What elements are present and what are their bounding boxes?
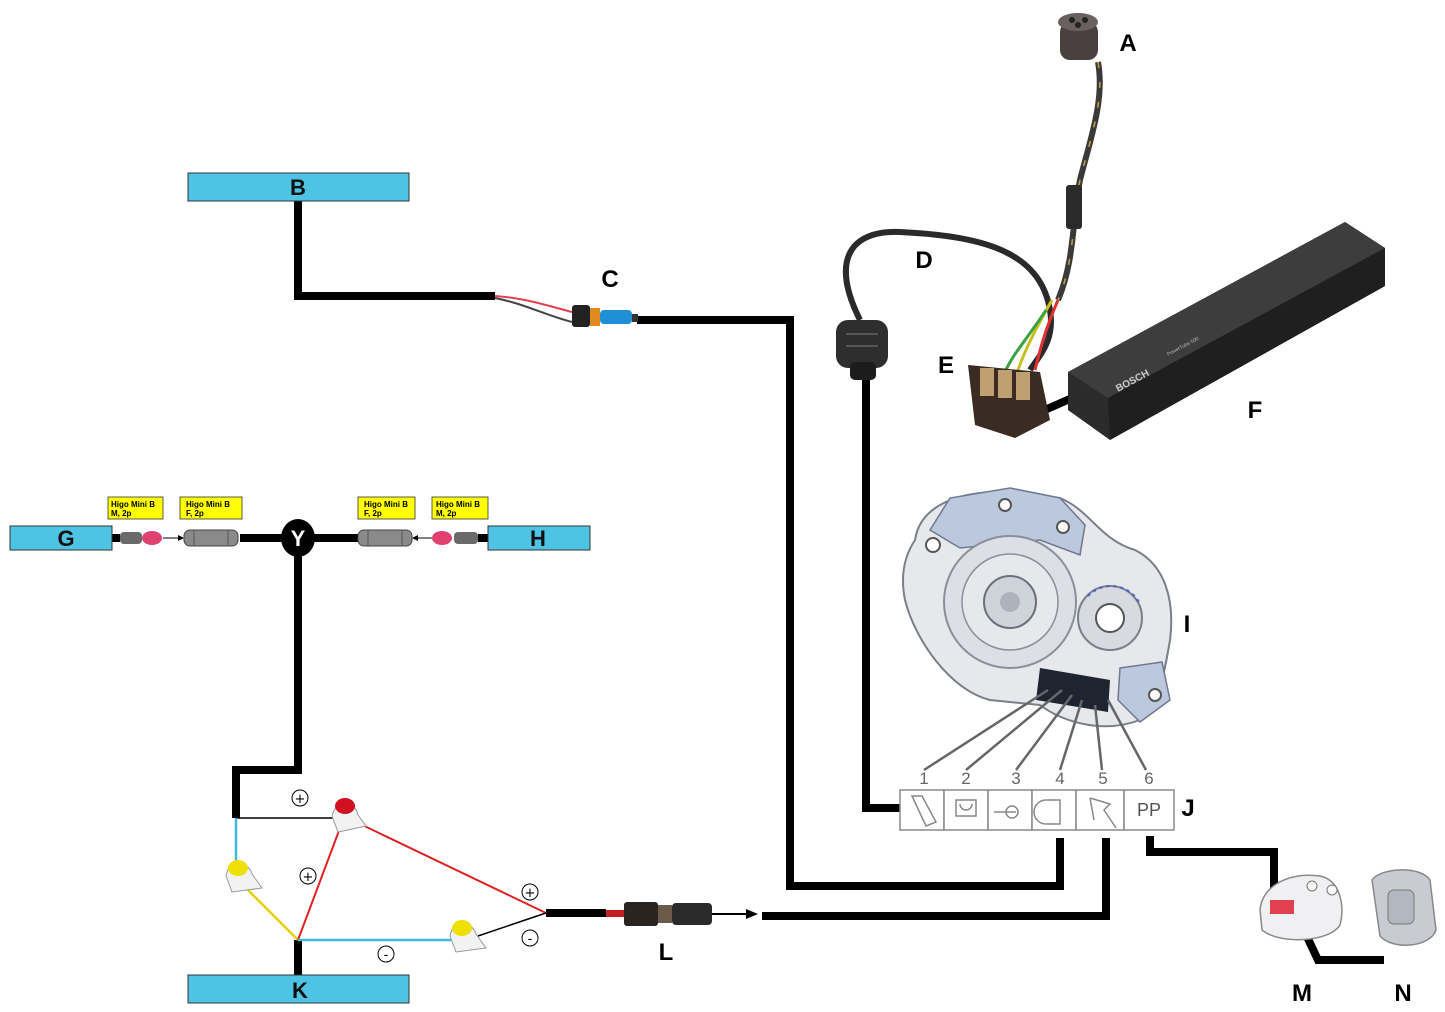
minus-mark-bottom: - <box>384 948 389 963</box>
pin-box-3 <box>987 789 1033 831</box>
wire-red-k-left <box>297 827 341 941</box>
pin-number-1: 1 <box>919 769 928 788</box>
plus-mark-mid: + <box>303 870 314 885</box>
tag-higo-2: Higo Mini B F, 2p <box>179 496 243 520</box>
pin-box-1 <box>899 789 945 831</box>
wire-green-e <box>1003 309 1048 373</box>
y-junction <box>281 519 315 557</box>
minus-mark-right: - <box>528 932 533 947</box>
connector-d <box>836 320 888 380</box>
tag-1-line2: M, 2p <box>111 509 132 518</box>
arrow-g-head <box>178 535 184 541</box>
arrow-l-head <box>746 909 758 919</box>
tag-2-line2: F, 2p <box>186 509 204 518</box>
plus-mark-right: + <box>525 886 536 901</box>
cable-c-to-pin4 <box>637 316 1064 890</box>
light-yellow-right <box>449 920 487 953</box>
label-j: J <box>1181 795 1194 822</box>
arrow-h-head <box>412 535 418 541</box>
tag-higo-1: Higo Mini B M, 2p <box>107 496 164 520</box>
pin-number-3: 3 <box>1011 769 1020 788</box>
cable-a-stripe <box>1057 61 1101 301</box>
bar-k <box>187 974 410 1004</box>
light-red <box>331 798 367 833</box>
y-junction-label: Y <box>291 526 306 551</box>
wire-black-k-bottom <box>477 912 547 937</box>
pin-box-4 <box>1031 789 1077 831</box>
cable-b-to-c <box>294 200 495 300</box>
higo-male-h <box>432 531 478 545</box>
rear-light-icon <box>1089 797 1117 829</box>
light-yellow-left <box>225 860 263 893</box>
higo-male-g <box>120 531 162 545</box>
tag-4-line2: M, 2p <box>436 509 457 518</box>
tag-1-line1: Higo Mini B <box>111 500 155 509</box>
pin-leader-lines <box>923 688 1148 772</box>
tag-higo-3: Higo Mini B F, 2p <box>357 496 416 520</box>
bar-k-label: K <box>292 978 308 1003</box>
higo-female-g <box>183 529 239 547</box>
polarity-marks: + + + - - <box>291 789 539 963</box>
wire-yellow-k <box>247 889 299 941</box>
pin-number-5: 5 <box>1098 769 1107 788</box>
cable-pp-to-m <box>1146 836 1278 892</box>
label-l: L <box>659 939 674 966</box>
label-f: F <box>1248 397 1263 424</box>
front-light-icon <box>1033 799 1061 825</box>
tag-3-line2: F, 2p <box>364 509 382 518</box>
label-m: M <box>1292 980 1312 1007</box>
cable-d <box>842 228 1054 372</box>
tag-4-line1: Higo Mini B <box>436 500 480 509</box>
pin-number-2: 2 <box>961 769 970 788</box>
cable-d-to-pin1 <box>862 375 900 812</box>
cable-y-to-k-harness <box>232 556 302 818</box>
plus-mark-top: + <box>295 792 306 807</box>
sensor-a <box>1058 13 1098 60</box>
tag-2-line1: Higo Mini B <box>186 500 230 509</box>
bar-h <box>487 525 591 551</box>
motor-i <box>902 487 1173 728</box>
label-a: A <box>1119 30 1136 57</box>
pin-number-4: 4 <box>1055 769 1064 788</box>
bar-b-label: B <box>290 175 306 200</box>
connector-l <box>606 902 712 926</box>
bar-g <box>9 525 113 551</box>
remote-n <box>1371 869 1437 946</box>
bar-g-label: G <box>57 526 74 551</box>
connector-e <box>968 365 1050 438</box>
pin-box-6 <box>1123 789 1175 831</box>
label-n: N <box>1394 980 1411 1007</box>
label-d: D <box>915 247 932 274</box>
wire-red-e <box>1033 299 1060 371</box>
pin-number-6: 6 <box>1144 769 1153 788</box>
pin-6-pp-label: PP <box>1137 800 1161 820</box>
wire-yellow-e <box>1016 299 1054 371</box>
tag-higo-4: Higo Mini B M, 2p <box>431 496 489 520</box>
display-icon <box>910 795 938 827</box>
controller-m <box>1259 874 1343 941</box>
tag-3-line1: Higo Mini B <box>364 500 408 509</box>
pin-box-2 <box>943 789 989 831</box>
pin-box-5 <box>1075 789 1125 831</box>
pin-boxes <box>899 789 1175 831</box>
higo-female-h <box>357 529 413 547</box>
label-c: C <box>601 266 618 293</box>
label-i: I <box>1184 611 1191 638</box>
cable-l-to-pin5 <box>762 838 1110 920</box>
usb-icon <box>994 805 1019 819</box>
cable-a <box>1055 61 1103 302</box>
wire-red-k-right <box>355 821 547 914</box>
connector-c <box>494 295 638 327</box>
label-e: E <box>938 352 954 379</box>
bar-b <box>187 172 410 202</box>
speed-sensor-icon <box>955 799 977 817</box>
bar-h-label: H <box>530 526 546 551</box>
battery-f: BOSCH PowerTube 500 <box>1068 222 1385 440</box>
inline-connector-a <box>1066 185 1082 229</box>
